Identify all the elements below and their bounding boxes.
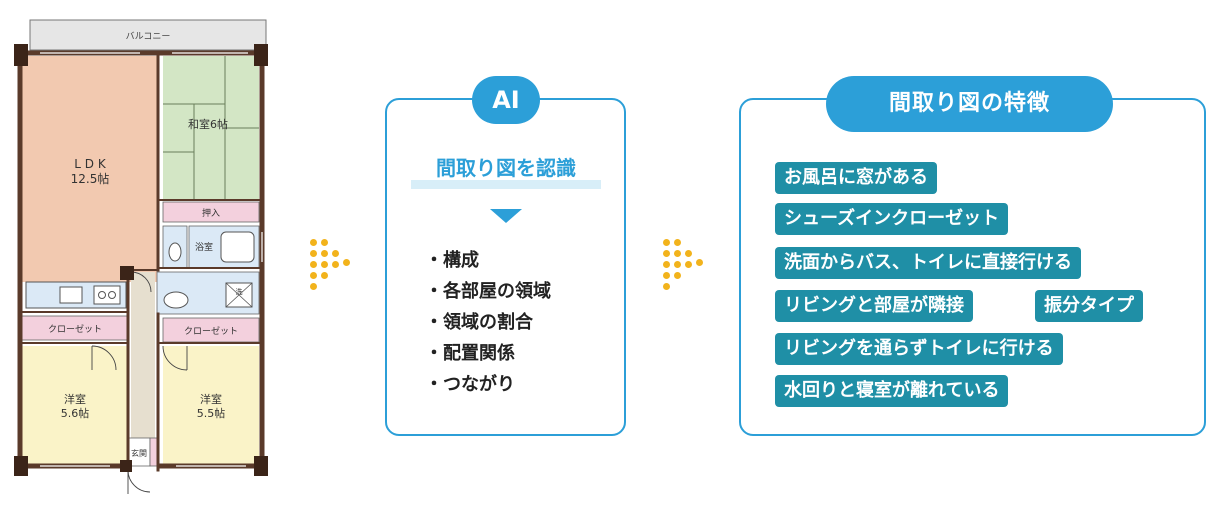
bath-label: 浴室 (195, 241, 213, 253)
stove-burner-icon (108, 291, 116, 299)
arrow-dot (663, 261, 670, 268)
room-youshitsu-left (22, 346, 128, 464)
feature-tag: 振分タイプ (1035, 290, 1143, 322)
feature-tag: リビングと部屋が隣接 (775, 290, 973, 322)
ai-panel-heading: 間取り図を認識 (436, 156, 576, 180)
arrow-dot (343, 259, 350, 266)
washing-machine-label: 洗 (236, 287, 243, 296)
stove-burner-icon (98, 291, 106, 299)
arrow-dot (332, 250, 339, 257)
list-item-label: 領域の割合 (443, 312, 533, 333)
arrow-dot (310, 250, 317, 257)
flow-arrow-dots-1 (310, 239, 350, 291)
closet-left-label: クローゼット (48, 323, 102, 335)
kitchen-stove (93, 285, 121, 305)
flow-arrow-dots-2 (663, 239, 703, 291)
arrow-dot (321, 261, 328, 268)
features-badge: 間取り図の特徴 (826, 76, 1113, 132)
arrow-dot (321, 272, 328, 279)
arrow-dot (310, 239, 317, 246)
pillar (14, 456, 28, 476)
arrow-dot (663, 250, 670, 257)
arrow-dot (310, 272, 317, 279)
arrow-dot (696, 259, 703, 266)
closet-right (162, 317, 260, 343)
arrow-dot (332, 261, 339, 268)
down-triangle-icon (490, 209, 522, 223)
bullet: ・ (425, 312, 443, 333)
room-ldk (22, 56, 157, 282)
genkan-label: 玄関 (131, 448, 147, 458)
list-item-label: つながり (443, 374, 515, 395)
oshiire-area (162, 201, 260, 223)
ldk-size: 12.5帖 (71, 171, 110, 186)
ai-recognition-list: ・構成 ・各部屋の領域 ・領域の割合 ・配置関係 ・つながり (425, 245, 551, 400)
youshitsu-left-name: 洋室 (64, 392, 86, 406)
bullet: ・ (425, 343, 443, 364)
ldk-name: L D K (74, 157, 107, 171)
arrow-dot (310, 261, 317, 268)
list-item: ・配置関係 (425, 338, 551, 369)
pillar (120, 266, 134, 280)
ai-recognition-panel (385, 98, 626, 436)
list-item-label: 構成 (443, 250, 479, 271)
bathtub-icon (220, 231, 255, 263)
bullet: ・ (425, 374, 443, 395)
list-item: ・構成 (425, 245, 551, 276)
hallway (131, 272, 155, 438)
arrow-dot (674, 261, 681, 268)
feature-tag: お風呂に窓がある (775, 162, 937, 194)
arrow-dot (674, 250, 681, 257)
arrow-dot (321, 250, 328, 257)
list-item: ・領域の割合 (425, 307, 551, 338)
room-youshitsu-right (163, 346, 259, 464)
arrow-dot (321, 239, 328, 246)
heading-highlight (411, 180, 601, 189)
bullet: ・ (425, 281, 443, 302)
balcony-area (29, 19, 267, 51)
feature-tag: 水回りと寝室が離れている (775, 375, 1009, 407)
arrow-dot (674, 239, 681, 246)
arrow-dot (663, 239, 670, 246)
youshitsu-right-size: 5.5帖 (197, 407, 226, 420)
pillar (254, 44, 268, 66)
washitsu-label: 和室6帖 (188, 117, 228, 131)
youshitsu-right-name: 洋室 (200, 392, 222, 406)
closet-right-label: クローゼット (184, 325, 238, 337)
pillar (14, 44, 28, 66)
arrow-dot (674, 272, 681, 279)
balcony-label: バルコニー (126, 31, 171, 42)
arrow-dot (663, 283, 670, 290)
feature-tag: シューズインクローゼット (775, 203, 1009, 235)
arrow-dot (663, 272, 670, 279)
pillar (254, 456, 268, 476)
toilet-icon (168, 242, 182, 262)
kitchen-sink (59, 286, 83, 304)
arrow-dot (685, 261, 692, 268)
list-item-label: 各部屋の領域 (443, 281, 551, 302)
list-item-label: 配置関係 (443, 343, 515, 364)
tatami-lines (163, 56, 259, 200)
floor-plan: バルコニー L D K 12.5帖 和室6帖 押入 浴室 洗 クローゼット クロ… (14, 19, 268, 494)
arrow-dot (685, 250, 692, 257)
washbasin-icon (163, 291, 189, 309)
feature-tag: 洗面からバス、トイレに直接行ける (775, 247, 1081, 279)
feature-tag: リビングを通らずトイレに行ける (775, 333, 1063, 365)
closet-left (21, 315, 129, 341)
arrow-dot (310, 283, 317, 290)
windows (40, 52, 263, 467)
list-item: ・つながり (425, 369, 551, 400)
pillar (120, 460, 132, 472)
ai-badge: AI (472, 76, 540, 124)
list-item: ・各部屋の領域 (425, 276, 551, 307)
oshiire-label: 押入 (202, 207, 220, 219)
youshitsu-left-size: 5.6帖 (61, 407, 90, 420)
bullet: ・ (425, 250, 443, 271)
